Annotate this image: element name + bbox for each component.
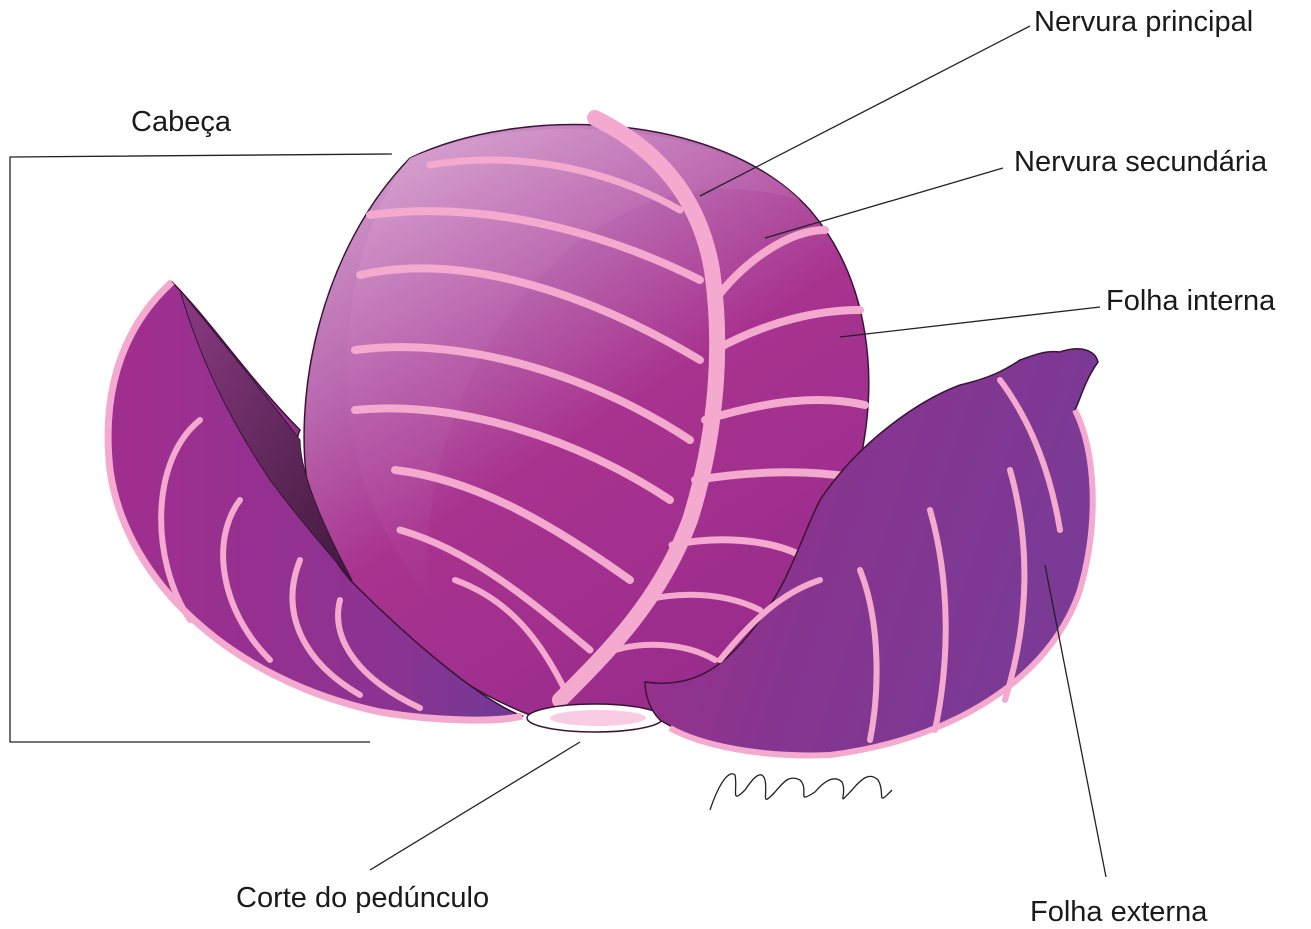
label-stem-cut: Corte do pedúnculo: [236, 882, 489, 915]
label-inner-leaf: Folha interna: [1106, 285, 1275, 318]
label-secondary-vein: Nervura secundária: [1014, 146, 1267, 179]
signature-mark: [710, 774, 892, 810]
label-main-vein: Nervura principal: [1034, 6, 1253, 39]
label-head: Cabeça: [131, 106, 231, 139]
label-outer-leaf: Folha externa: [1030, 896, 1207, 929]
stem-cut: [527, 704, 663, 732]
